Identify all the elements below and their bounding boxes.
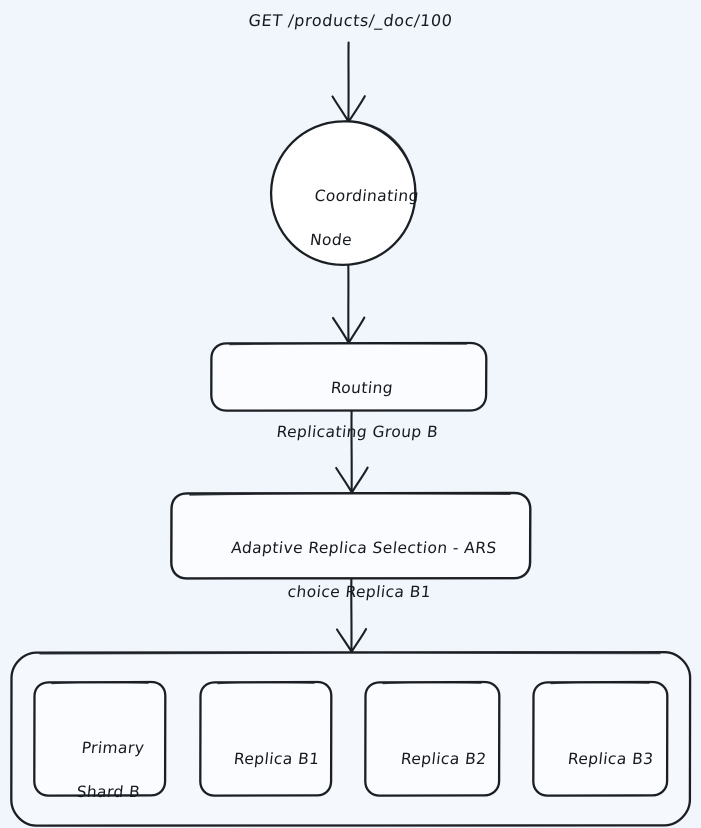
node-shard-replica-b3[interactable] <box>533 682 668 796</box>
node-coordinating-node[interactable] <box>271 121 416 266</box>
ars-node-label-line2: choice Replica B1 <box>286 583 433 601</box>
edge-coordinating-node-to-routing <box>331 264 366 345</box>
node-shard-primary-shard-b[interactable] <box>34 682 166 796</box>
node-routing[interactable] <box>211 343 487 411</box>
request-title: GET /products/_doc/100 <box>247 11 454 30</box>
routing-node-label-line2: Replicating Group B <box>275 423 439 441</box>
node-ars[interactable] <box>171 493 531 579</box>
edge-title-to-coordinating-node <box>331 41 366 123</box>
node-shard-replica-b1[interactable] <box>200 682 332 796</box>
node-shard-replica-b2[interactable] <box>365 682 500 796</box>
